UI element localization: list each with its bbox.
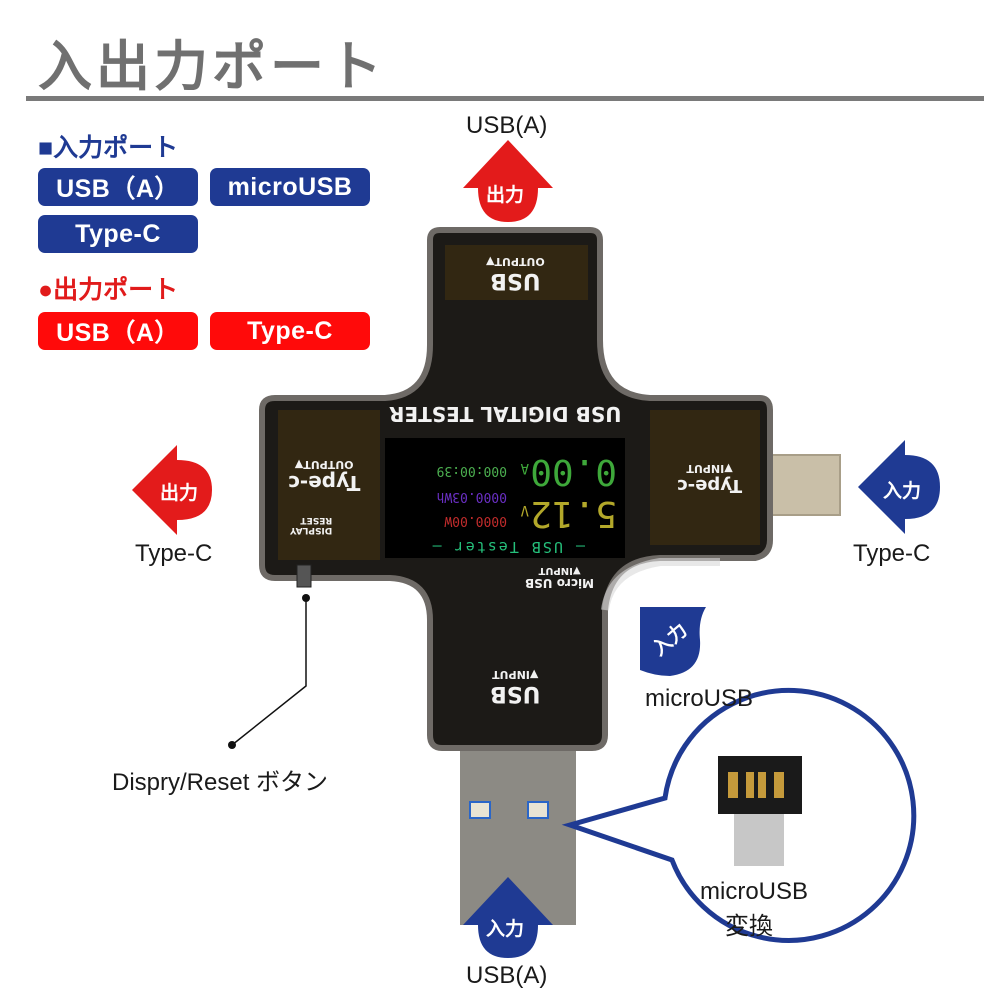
- input-ports-heading: ■入力ポート: [38, 134, 179, 162]
- lcd-footer: — USB Tester —: [430, 538, 585, 556]
- title-divider: [26, 96, 984, 101]
- top-port-direction: OUTPUT▼: [485, 255, 545, 268]
- arrow-left-icon: [132, 445, 212, 535]
- energy-value: 0000.03Wh: [436, 489, 507, 504]
- right-port-name: Type-c: [677, 475, 743, 496]
- adapter-label-line2: 変換: [725, 913, 773, 940]
- display-reset-button: [296, 564, 312, 588]
- arrow-up-icon: [463, 877, 553, 958]
- top-port-name: USB: [489, 268, 541, 293]
- current-unit: A: [520, 460, 529, 476]
- input-port-microusb: microUSB: [210, 168, 370, 206]
- lcd-screen: — USB Tester — 5.12 V 0.00 A 0000.00W 00…: [385, 438, 625, 558]
- voltage-unit: V: [520, 502, 529, 518]
- right-port-badge: 入力: [883, 481, 922, 502]
- output-ports-heading: ●出力ポート: [38, 276, 179, 304]
- bottom-port-badge: 入力: [486, 919, 525, 940]
- button-callout-label: Dispry/Reset ボタン: [112, 769, 329, 796]
- device-brand: USB DIGITAL TESTER: [388, 402, 622, 426]
- power-value: 0000.00W: [444, 513, 507, 528]
- page-title: 入出力ポート: [38, 34, 386, 98]
- top-port-label: USB(A): [466, 112, 548, 139]
- output-port-type-c: Type-C: [210, 312, 370, 350]
- output-port-usb-a: USB（A）: [38, 312, 198, 350]
- top-port-badge: 出力: [486, 185, 525, 206]
- right-port-silkscreen: Type-c ▼INPUT: [677, 462, 742, 496]
- adapter-label-line1: microUSB: [700, 878, 809, 905]
- usb-a-contact: [527, 801, 549, 819]
- right-port-label: Type-C: [853, 540, 931, 567]
- bottom-port-name: USB: [489, 681, 541, 706]
- input-port-usb-a: USB（A）: [38, 168, 198, 206]
- micro-port-silkscreen: Micro USB ▼INPUT: [525, 565, 594, 590]
- micro-port-direction: ▼INPUT: [538, 565, 582, 576]
- micro-port-name: Micro USB: [525, 576, 595, 590]
- display-label: DISPLAY: [290, 525, 333, 535]
- arrow-up-icon: [463, 140, 553, 222]
- top-port-silkscreen: USB OUTPUT▼: [486, 255, 545, 293]
- input-port-type-c: Type-C: [38, 215, 198, 253]
- usb-a-contact: [469, 801, 491, 819]
- arrow-diagonal-icon: [640, 607, 706, 676]
- right-port-direction: ▼INPUT: [686, 462, 734, 475]
- left-port-label: Type-C: [135, 540, 213, 567]
- bottom-port-label: USB(A): [466, 962, 548, 989]
- current-value: 0.00: [530, 451, 617, 492]
- voltage-value: 5.12: [530, 493, 617, 534]
- micro-port-label: microUSB: [645, 685, 754, 712]
- arrow-left-icon: [858, 440, 940, 534]
- type-c-plug: [769, 454, 841, 516]
- time-value: 000:00:39: [436, 463, 507, 478]
- bottom-port-silkscreen: USB ▼INPUT: [490, 668, 540, 706]
- left-port-name: Type-c: [288, 471, 361, 495]
- bottom-port-direction: ▼INPUT: [491, 668, 539, 681]
- left-port-direction: OUTPUT▼: [295, 458, 354, 471]
- left-port-silkscreen: Type-c OUTPUT▼: [288, 458, 360, 495]
- reset-label: RESET: [300, 515, 333, 525]
- left-port-badge: 出力: [160, 483, 199, 504]
